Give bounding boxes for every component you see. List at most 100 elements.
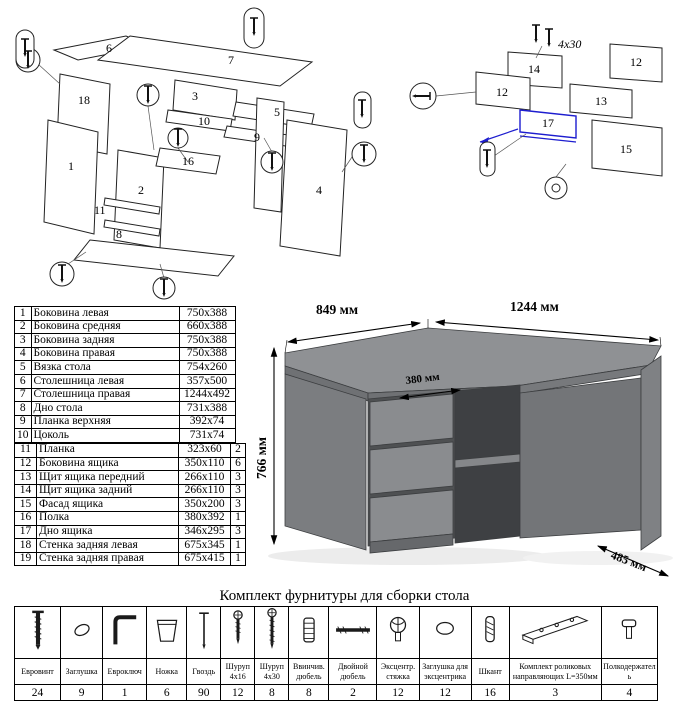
shelf-support-icon	[600, 606, 659, 659]
part-size: 346x295	[178, 524, 231, 540]
hardware-item-qty: 1	[102, 684, 148, 701]
part-name: Фасад ящика	[36, 497, 179, 512]
insert-dowel-icon	[288, 606, 330, 659]
part-number: 16	[14, 510, 37, 526]
part-size: 357x500	[178, 373, 236, 389]
part-name: Щит ящика передний	[36, 470, 179, 485]
part-number: 11	[14, 442, 37, 458]
hardware-item-qty: 16	[470, 684, 510, 701]
part-number: 10	[14, 428, 32, 443]
hardware-item-qty: 4	[600, 684, 659, 701]
part-number: 2	[14, 319, 32, 335]
part-number-label: 11	[94, 203, 106, 217]
part-name: Столешница левая	[30, 373, 180, 389]
hardware-item-qty: 12	[220, 684, 256, 701]
part-name: Боковина задняя	[30, 333, 180, 348]
part-qty: 3	[230, 470, 246, 485]
part-number: 4	[14, 346, 32, 362]
part-size: 350x200	[178, 497, 231, 512]
hardware-icon-row	[13, 606, 659, 659]
part-qty: 3	[230, 497, 246, 512]
part-number: 3	[14, 333, 32, 348]
drawer-assembly-diagram: 4x30 14 12 12 13 17 15	[409, 24, 663, 200]
hardware-item-qty: 3	[508, 684, 602, 701]
drawer-front	[369, 489, 454, 543]
part-number-label: 10	[198, 114, 210, 128]
hardware-item-name: Полкодержатель	[600, 658, 659, 685]
part-size: 731x74	[178, 428, 236, 443]
part-number: 14	[14, 483, 37, 499]
part-size: 660x388	[178, 319, 236, 335]
part-number-label: 15	[620, 142, 632, 156]
part-name: Боковина правая	[30, 346, 180, 362]
part-name: Планка верхняя	[30, 414, 180, 430]
dimension-849: 849 мм	[316, 302, 358, 317]
part-name: Боковина средняя	[30, 319, 180, 335]
part-size: 266x110	[178, 470, 231, 485]
hardware-item-qty: 24	[13, 684, 62, 701]
part-size: 675x415	[178, 551, 231, 567]
dimension-766: 766 мм	[254, 437, 269, 479]
hardware-item-name: Шуруп 4x30	[254, 658, 290, 685]
eccentric-cam-icon	[376, 606, 420, 659]
part-qty: 1	[230, 510, 246, 526]
dimension-380: 380 мм	[405, 371, 441, 387]
part-size: 380x392	[178, 510, 231, 526]
cam-cover-icon	[418, 606, 472, 659]
part-number: 8	[14, 401, 32, 416]
hardware-item-name: Ввинчив. дюбель	[288, 658, 330, 685]
part-number-label: 12	[496, 85, 508, 99]
exploded-panels	[43, 35, 348, 277]
hardware-item-qty: 6	[146, 684, 188, 701]
part-name: Планка	[36, 442, 179, 458]
part-size: 750x388	[178, 306, 236, 321]
part-number: 13	[14, 470, 37, 485]
part-number: 18	[14, 538, 37, 553]
part-number-label: 12	[630, 55, 642, 69]
part-name: Боковина левая	[30, 306, 180, 321]
leader-lines	[37, 63, 355, 279]
part-number: 19	[14, 551, 37, 567]
part-number-label: 18	[78, 93, 90, 107]
part-number-label: 17	[542, 116, 554, 130]
right-side-panel	[640, 355, 662, 551]
part-qty: 3	[230, 524, 246, 540]
hardware-item-name: Заглушка для эксцентрика	[418, 658, 472, 685]
part-qty: 1	[230, 551, 246, 567]
part-number: 12	[14, 456, 37, 472]
hex-key-icon	[102, 606, 148, 659]
drawer-panels	[475, 43, 663, 177]
hardware-item-name: Заглушка	[60, 658, 104, 685]
part-number-label: 3	[192, 89, 198, 103]
hardware-item-qty: 12	[376, 684, 420, 701]
plug-cap-icon	[60, 606, 104, 659]
part-size: 731x388	[178, 401, 236, 416]
part-number-label: 13	[595, 94, 607, 108]
part-size: 266x110	[178, 483, 231, 499]
part-number-label: 2	[138, 183, 144, 197]
part-name: Боковина ящика	[36, 456, 179, 472]
leader-lines	[435, 45, 567, 178]
part-number: 9	[14, 414, 32, 430]
hardware-item-name: Шуруп 4x16	[220, 658, 256, 685]
hardware-item-qty: 12	[418, 684, 472, 701]
part-name: Щит ящика задний	[36, 483, 179, 499]
double-dowel-icon	[328, 606, 378, 659]
hardware-item-name: Гвоздь	[186, 658, 222, 685]
hardware-item-name: Ножка	[146, 658, 188, 685]
dimension-lines	[270, 319, 670, 577]
confirmat-screw-icon	[13, 606, 62, 659]
plinth	[369, 533, 454, 554]
hardware-item-qty: 2	[328, 684, 378, 701]
hardware-item-qty: 9	[60, 684, 104, 701]
